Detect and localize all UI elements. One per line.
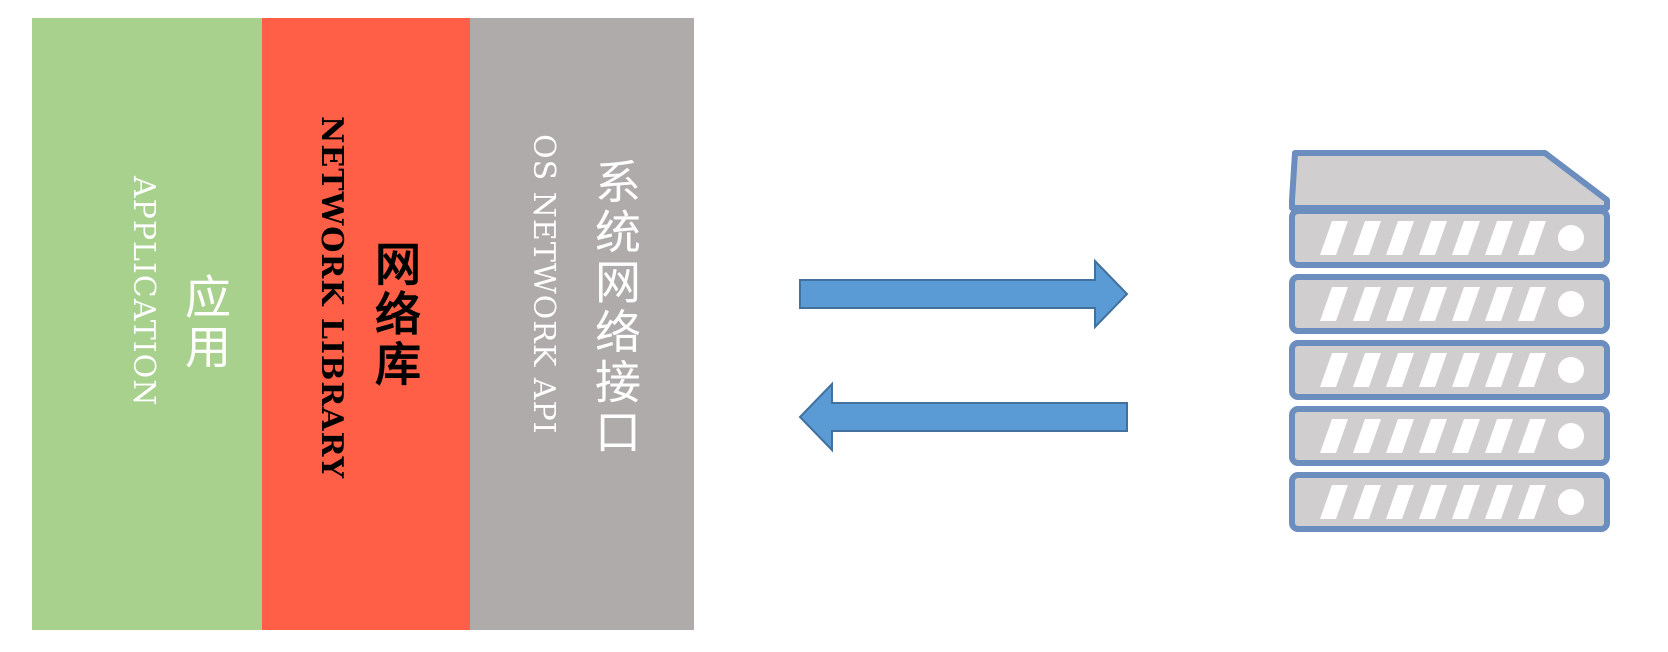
application-label-en: APPLICATION xyxy=(126,176,161,407)
server-vent-slash xyxy=(1518,419,1546,453)
os-network-api-label-en: OS NETWORK API xyxy=(526,134,561,435)
server-vent-slash xyxy=(1419,221,1447,255)
network-library-layer: 网络库 NETWORK LIBRARY xyxy=(262,18,470,630)
server-rack-icon xyxy=(1289,150,1610,532)
server-vent-slash xyxy=(1353,353,1381,387)
server-vent-slash xyxy=(1353,419,1381,453)
server-vent-slash xyxy=(1452,485,1480,519)
server-indicator-light xyxy=(1558,489,1584,515)
server-vent-slash xyxy=(1518,353,1546,387)
server-vent-slash xyxy=(1452,419,1480,453)
server-vent-slash xyxy=(1320,419,1348,453)
server-vent-slash xyxy=(1518,287,1546,321)
application-label-cn: 应用 xyxy=(178,273,232,373)
network-library-label-cn: 网络库 xyxy=(368,240,422,390)
server-top-cap xyxy=(1289,150,1610,211)
response-arrow-left-icon xyxy=(798,381,1128,453)
server-vent-slash xyxy=(1320,485,1348,519)
server-indicator-light xyxy=(1558,225,1584,251)
server-vent-slash xyxy=(1518,221,1546,255)
server-vent-slash xyxy=(1386,287,1414,321)
server-vent-slash xyxy=(1485,287,1513,321)
request-arrow-right-icon xyxy=(799,258,1129,330)
server-vent-slash xyxy=(1386,353,1414,387)
server-vent-slash xyxy=(1386,221,1414,255)
server-vent-slash xyxy=(1452,287,1480,321)
server-vent-slash xyxy=(1386,485,1414,519)
server-vent-slash xyxy=(1485,419,1513,453)
network-library-label-en: NETWORK LIBRARY xyxy=(314,116,349,480)
server-vent-slash xyxy=(1353,221,1381,255)
server-vent-slash xyxy=(1452,221,1480,255)
server-indicator-light xyxy=(1558,291,1584,317)
server-vent-slash xyxy=(1419,485,1447,519)
server-vent-slash xyxy=(1320,287,1348,321)
server-indicator-light xyxy=(1558,357,1584,383)
server-vent-slash xyxy=(1419,287,1447,321)
application-layer: 应用 APPLICATION xyxy=(32,18,262,630)
server-vent-slash xyxy=(1320,353,1348,387)
os-network-api-layer: 系统网络接口 OS NETWORK API xyxy=(470,18,694,630)
server-vent-slash xyxy=(1386,419,1414,453)
server-vent-slash xyxy=(1419,353,1447,387)
server-vent-slash xyxy=(1353,287,1381,321)
server-vent-slash xyxy=(1518,485,1546,519)
server-vent-slash xyxy=(1419,419,1447,453)
server-vent-slash xyxy=(1353,485,1381,519)
server-vent-slash xyxy=(1485,353,1513,387)
server-vent-slash xyxy=(1320,221,1348,255)
os-network-api-label-cn: 系统网络接口 xyxy=(588,158,642,458)
server-vent-slash xyxy=(1485,221,1513,255)
server-vent-slash xyxy=(1485,485,1513,519)
server-indicator-light xyxy=(1558,423,1584,449)
server-vent-slash xyxy=(1452,353,1480,387)
